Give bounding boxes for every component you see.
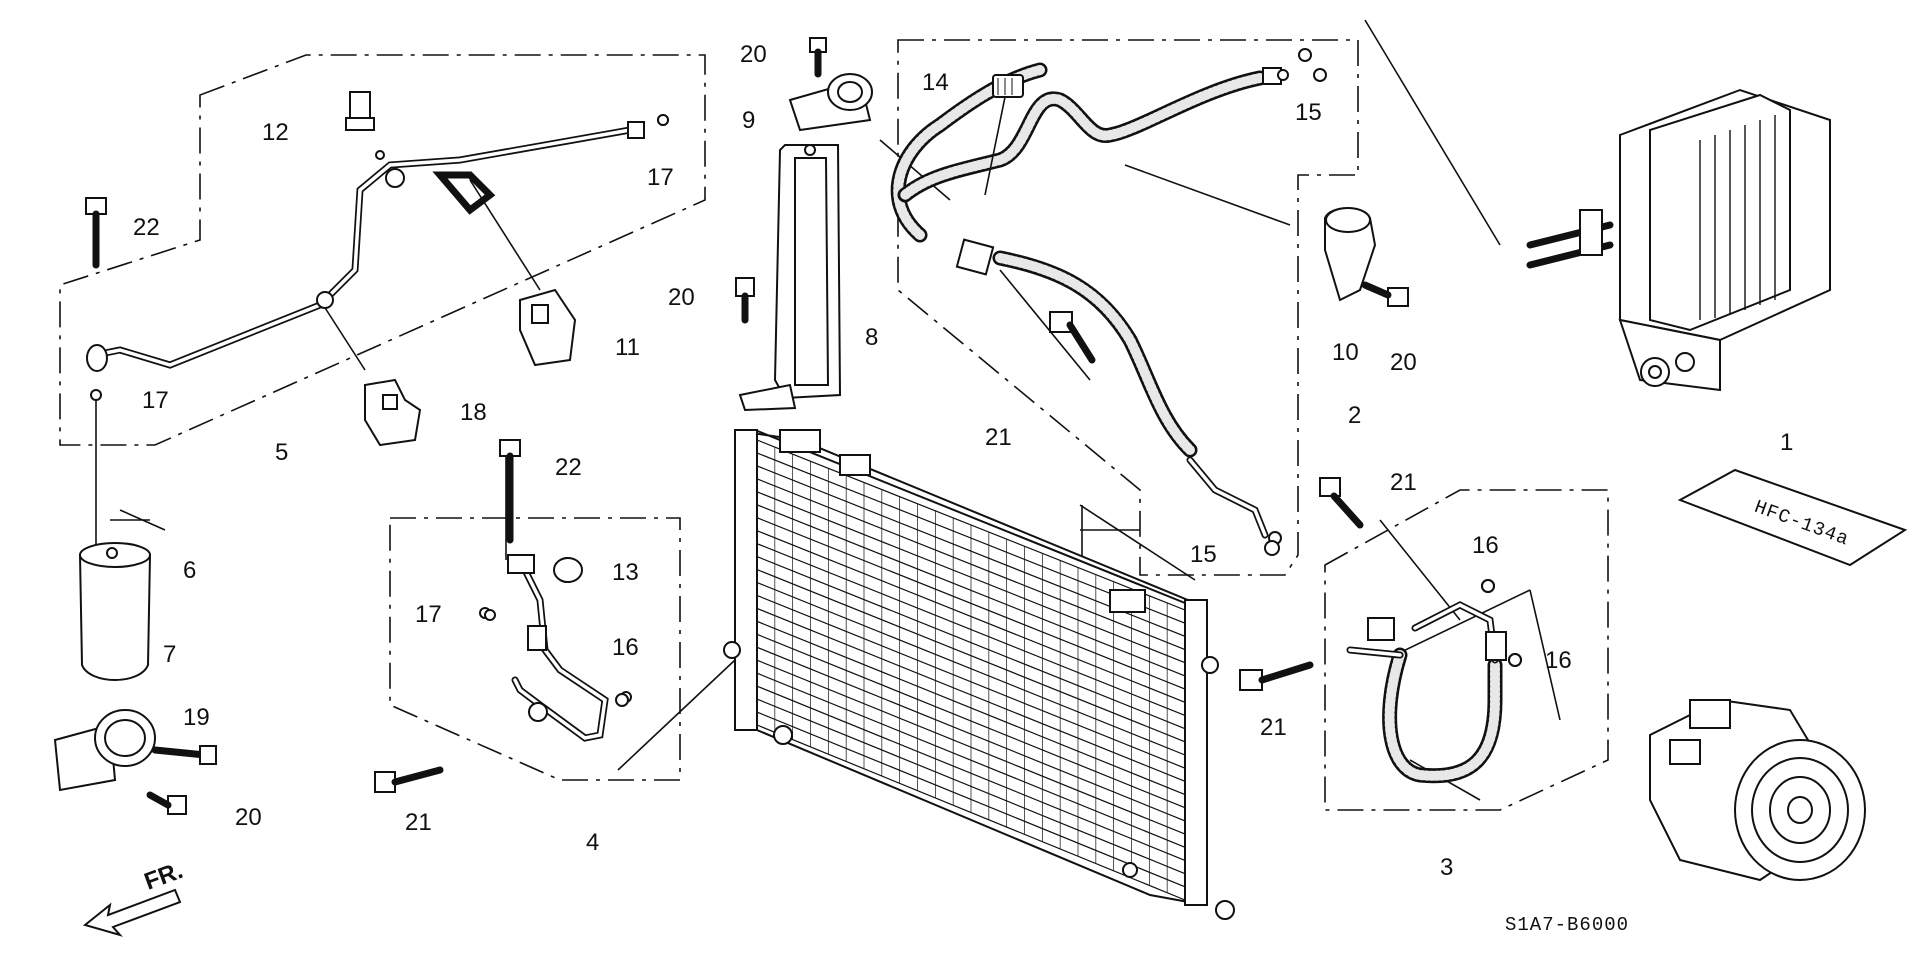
callout-20-top: 20 bbox=[740, 41, 767, 68]
callout-20-right: 20 bbox=[1390, 349, 1417, 376]
callout-15-top: 15 bbox=[1295, 99, 1322, 126]
callout-15-bottom: 15 bbox=[1190, 541, 1217, 568]
front-direction-arrow: FR. bbox=[82, 857, 187, 937]
condenser-bolt bbox=[374, 311, 1364, 793]
callout-labels: 1 2 3 4 5 6 7 8 9 10 11 12 13 14 15 15 1… bbox=[133, 41, 1793, 881]
compressor bbox=[1649, 698, 1866, 882]
callout-21-low-left: 21 bbox=[405, 809, 432, 836]
mounting-bolt bbox=[85, 197, 521, 544]
callout-18: 18 bbox=[460, 399, 487, 426]
suction-hose-assembly bbox=[890, 48, 1312, 545]
callout-1: 1 bbox=[1780, 429, 1793, 456]
callout-22-mid: 22 bbox=[555, 454, 582, 481]
callout-20-low: 20 bbox=[235, 804, 262, 831]
callout-3: 3 bbox=[1440, 854, 1453, 881]
callout-21-low-right: 21 bbox=[1260, 714, 1287, 741]
receiver-line bbox=[86, 114, 669, 372]
callout-5: 5 bbox=[275, 439, 288, 466]
receiver-pipe bbox=[479, 554, 632, 742]
callout-17-low: 17 bbox=[415, 601, 442, 628]
condenser-bracket bbox=[738, 144, 842, 412]
condenser bbox=[723, 429, 1235, 920]
callout-17-mid: 17 bbox=[142, 387, 169, 414]
hose-clip bbox=[788, 73, 873, 132]
callout-2: 2 bbox=[1348, 402, 1361, 429]
callout-14: 14 bbox=[922, 69, 949, 96]
callout-7: 7 bbox=[163, 641, 176, 668]
callout-8: 8 bbox=[865, 324, 878, 351]
service-port-cap bbox=[553, 557, 583, 583]
receiver-drier bbox=[78, 509, 166, 681]
service-cap bbox=[984, 74, 1024, 196]
callout-21-mid: 21 bbox=[985, 424, 1012, 451]
pipe-clamp bbox=[1324, 207, 1409, 307]
pipe-clip bbox=[364, 288, 577, 447]
refrigerant-label: HFC-134a bbox=[1677, 468, 1908, 567]
flange-bolt bbox=[735, 37, 827, 324]
callout-4: 4 bbox=[586, 829, 599, 856]
callout-10: 10 bbox=[1332, 339, 1359, 366]
callout-9: 9 bbox=[742, 107, 755, 134]
drier-bracket bbox=[53, 709, 217, 815]
callout-17-top: 17 bbox=[647, 164, 674, 191]
callout-16-left: 16 bbox=[612, 634, 639, 661]
callout-20-mid: 20 bbox=[668, 284, 695, 311]
diagram-code: S1A7-B6000 bbox=[1505, 914, 1629, 936]
direction-label: FR. bbox=[141, 857, 187, 896]
callout-6: 6 bbox=[183, 557, 196, 584]
group-outlines bbox=[59, 39, 1609, 811]
callout-11: 11 bbox=[615, 334, 640, 361]
callout-12: 12 bbox=[262, 119, 289, 146]
o-ring bbox=[90, 68, 1522, 707]
callout-22-top: 22 bbox=[133, 214, 160, 241]
callout-19: 19 bbox=[183, 704, 210, 731]
callout-21-right: 21 bbox=[1390, 469, 1417, 496]
callout-16-right: 16 bbox=[1472, 532, 1499, 559]
discharge-hose bbox=[1346, 579, 1522, 784]
callout-16-far: 16 bbox=[1545, 647, 1572, 674]
callout-13: 13 bbox=[612, 559, 639, 586]
pressure-switch bbox=[345, 91, 385, 160]
evaporator-unit bbox=[1526, 88, 1831, 392]
